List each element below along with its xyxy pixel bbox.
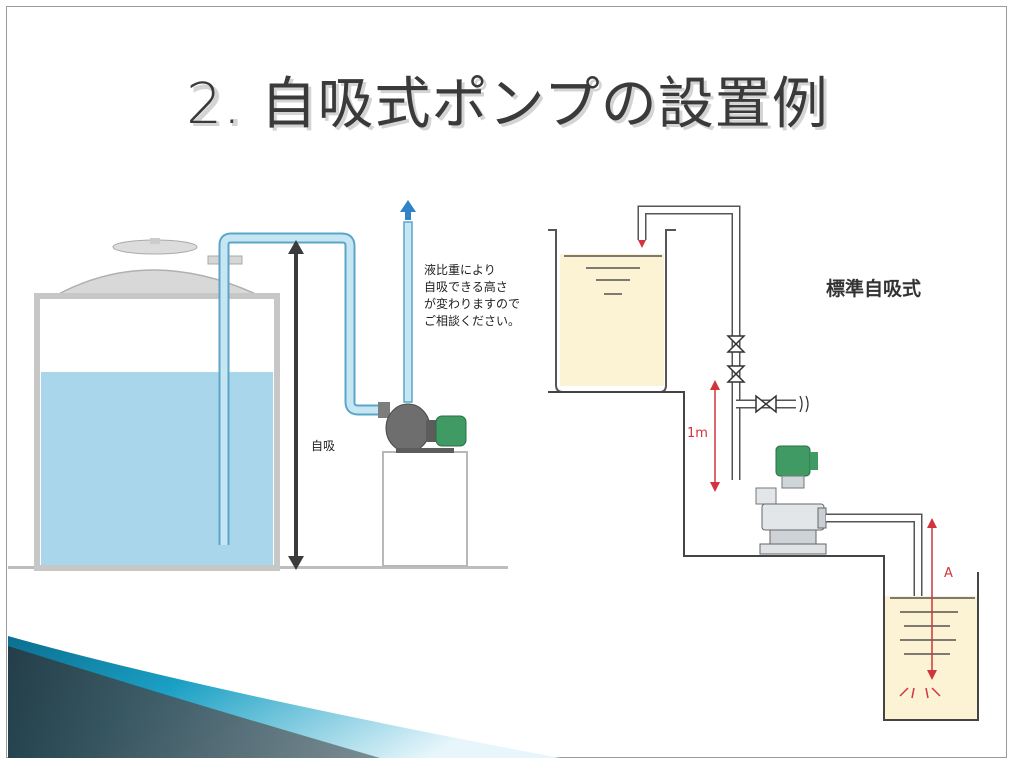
decor-wave-dark: [8, 646, 380, 758]
lower-tank-liquid: [884, 596, 978, 720]
floor-outline: [548, 391, 885, 700]
check-valve-icon: [726, 365, 746, 383]
vertical-pump: [755, 445, 827, 555]
standard-self-priming-label: 標準自吸式: [826, 278, 922, 300]
suction-pipe: [220, 234, 382, 545]
pump-inlet: [755, 487, 777, 505]
motor-box: [810, 452, 818, 470]
bypass-valve-icon: [755, 394, 777, 414]
height-dimension-label: 1m: [687, 426, 708, 441]
tank-water: [41, 372, 273, 565]
pump-volute: [761, 503, 825, 531]
right-installation: [548, 205, 979, 721]
pump-feet: [396, 448, 454, 453]
discharge-pipe: [403, 221, 413, 403]
tank-roof: [54, 269, 261, 297]
flow-arrow-stem: [405, 212, 411, 220]
gate-valve-icon: [726, 335, 746, 353]
upper-tank-liquid: [560, 254, 664, 386]
pump-baseplate: [759, 543, 827, 555]
lower-tank: [883, 572, 979, 721]
depth-arrow-down-icon: [927, 670, 937, 680]
pump-outlet-flange: [817, 507, 827, 529]
pump-motor: [435, 415, 467, 447]
pipe-break-icon: [799, 395, 809, 413]
dim-arrow-down-icon: [710, 482, 720, 492]
depth-arrow-up-icon: [927, 518, 937, 528]
pump-pedestal: [769, 529, 817, 545]
pump-shaft-housing: [781, 475, 805, 489]
pump-unit: [378, 402, 467, 453]
tank-manhole-knob: [150, 238, 160, 244]
slide-title: 2. 自吸式ポンプの設置例: [186, 72, 829, 137]
suction-height-label: 自吸: [311, 439, 336, 453]
dim-arrow-up-icon: [710, 380, 720, 390]
depth-dimension-label: A: [944, 566, 953, 581]
left-installation: [8, 200, 508, 571]
inflow-arrows-icon: [899, 687, 941, 699]
pump-coupling: [426, 420, 438, 442]
vertical-motor: [775, 445, 811, 477]
arrow-down-icon: [288, 556, 304, 570]
slide-title-shadow: 2. 自吸式ポンプの設置例: [189, 75, 832, 140]
pump-base: [382, 451, 468, 567]
specific-gravity-note: 液比重により 自吸できる高さ が変わりますので ご相談ください。: [424, 263, 521, 328]
pump-flange: [378, 402, 390, 418]
flow-arrow-icon: [400, 200, 416, 212]
arrow-up-icon: [288, 240, 304, 254]
pump-casing: [385, 403, 431, 453]
drip-icon: [638, 240, 646, 248]
